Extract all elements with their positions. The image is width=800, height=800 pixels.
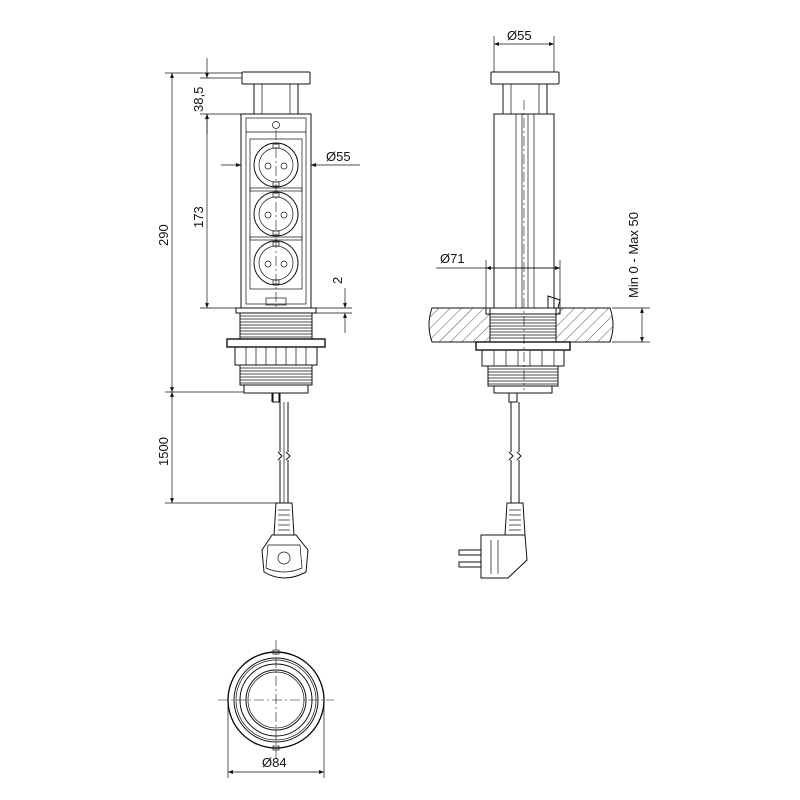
table-top-section [428,307,614,343]
dim-top-diameter-label: Ø55 [507,28,532,43]
socket-outlet-1 [249,138,303,192]
dim-cable-length-label: 1500 [156,437,171,466]
dim-total-height: 290 [156,72,244,393]
dim-table-thickness-label: Min 0 - Max 50 [626,212,641,298]
side-top-cap [490,71,560,85]
side-plug [458,502,528,579]
front-plug [261,502,309,579]
front-lock-nut [226,338,326,348]
dim-cutout-diameter: Ø71 [436,251,561,308]
front-thread-sleeve [239,312,313,340]
dim-flange-diameter-label: Ø84 [262,755,287,770]
dim-body-diameter-label: Ø55 [326,149,351,164]
dim-cutout-diameter-label: Ø71 [440,251,465,266]
dim-cable-length: 1500 [156,392,276,504]
front-top-flange [235,307,317,314]
dim-total-height-label: 290 [156,224,171,246]
front-power-cable [271,392,291,503]
dim-table-thickness: Min 0 - Max 50 [612,212,650,343]
side-power-cable [508,392,522,503]
socket-outlet-2 [249,187,303,241]
dim-flange-gap: 2 [316,277,352,333]
dim-body-height-label: 173 [191,206,206,228]
bottom-view: Ø84 [218,640,334,778]
dim-flange-gap-label: 2 [330,277,345,284]
side-view: Ø55 Ø71 Min 0 - Max 50 [428,28,650,579]
front-top-cap [241,71,311,85]
front-cap-neck [253,83,299,115]
dim-cap-height-label: 38,5 [191,87,206,112]
dim-top-diameter: Ø55 [493,28,555,72]
dim-body-diameter: Ø55 [221,149,360,167]
front-view: 38,5 173 290 1500 Ø55 [156,58,360,579]
dim-body-height: 173 [191,114,240,309]
dim-flange-diameter: Ø84 [227,700,325,778]
dim-cap-height: 38,5 [191,58,242,134]
